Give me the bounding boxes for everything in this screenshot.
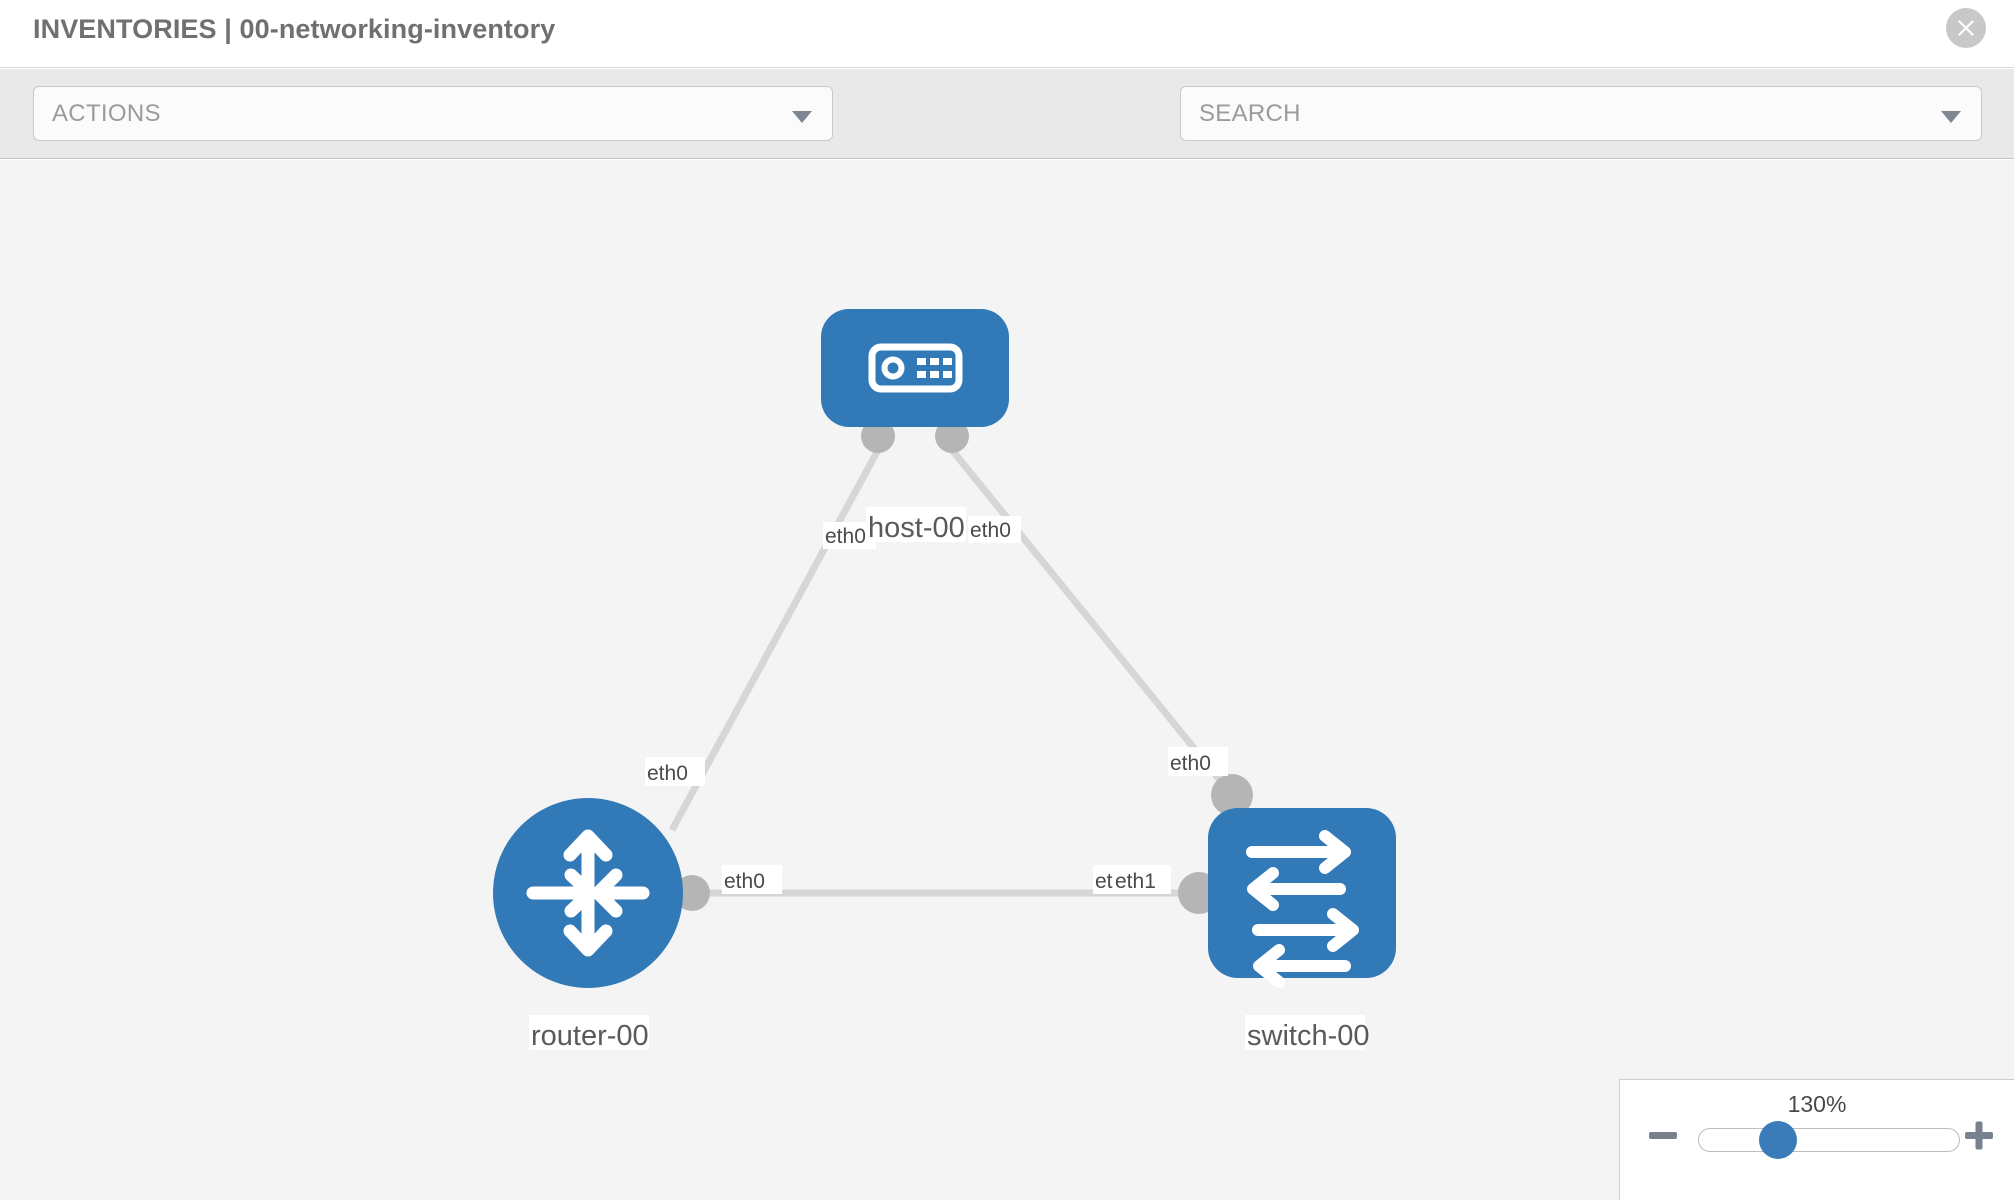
actions-dropdown[interactable]: ACTIONS (33, 86, 833, 141)
switch-arrows-icon (1246, 830, 1359, 988)
node-router-00[interactable] (493, 798, 683, 988)
iface-label-text: eth0 (970, 519, 1011, 542)
iface-label-host-right: eth0 (968, 516, 1021, 543)
search-chevron-down-icon[interactable] (1941, 111, 1961, 123)
router-arrows-icon (526, 829, 650, 957)
iface-label-router-host: eth0 (645, 757, 705, 786)
iface-label-router-switch: eth0 (722, 865, 782, 894)
zoom-control-panel: 130% (1619, 1079, 2014, 1200)
port-host-left[interactable] (861, 419, 895, 453)
zoom-level-value: 130% (1787, 1091, 1847, 1117)
port-group (674, 419, 1253, 914)
actions-dropdown-label: ACTIONS (52, 100, 161, 127)
topology-graph: eth0 eth0 eth0 eth0 eth0 (493, 309, 1396, 1052)
topology-canvas[interactable]: eth0 eth0 eth0 eth0 eth0 (0, 160, 2014, 1200)
port-switch-top[interactable] (1211, 774, 1253, 816)
iface-label-text: eth0 (724, 870, 765, 893)
node-label-router-00: router-00 (529, 1015, 649, 1052)
node-label-text: host-00 (868, 512, 965, 544)
toolbar: ACTIONS SEARCH (0, 69, 2014, 197)
plus-icon[interactable] (1962, 1118, 1996, 1152)
iface-label-text: eth1 (1115, 870, 1156, 893)
iface-label-switch-router-eth1: eth1 (1113, 865, 1171, 894)
node-switch-00[interactable] (1208, 808, 1396, 988)
node-label-switch-00: switch-00 (1245, 1015, 1370, 1052)
iface-label-text: eth0 (1170, 752, 1211, 775)
close-icon[interactable] (1946, 8, 1986, 48)
link-host-router[interactable] (668, 448, 882, 832)
chevron-down-icon (792, 111, 812, 123)
port-router-right[interactable] (674, 875, 710, 911)
link-host-switch[interactable] (949, 447, 1235, 798)
node-label-host-00: host-00 (866, 507, 966, 544)
page-header: INVENTORIES | 00-networking-inventory (0, 0, 2014, 68)
search-placeholder: SEARCH (1199, 100, 1301, 127)
iface-label-text: eth0 (647, 762, 688, 785)
search-input[interactable]: SEARCH (1180, 86, 1982, 141)
zoom-slider-thumb[interactable] (1759, 1121, 1797, 1159)
page-title: INVENTORIES | 00-networking-inventory (33, 14, 556, 44)
port-host-right[interactable] (935, 419, 969, 453)
iface-label-switch-host: eth0 (1168, 747, 1228, 776)
minus-icon[interactable] (1646, 1118, 1680, 1152)
node-label-text: switch-00 (1247, 1020, 1370, 1052)
zoom-slider[interactable] (1698, 1128, 1960, 1152)
iface-label-text: eth0 (825, 525, 866, 548)
server-icon (868, 343, 963, 393)
node-host-00[interactable] (821, 309, 1009, 427)
node-label-text: router-00 (531, 1020, 649, 1052)
